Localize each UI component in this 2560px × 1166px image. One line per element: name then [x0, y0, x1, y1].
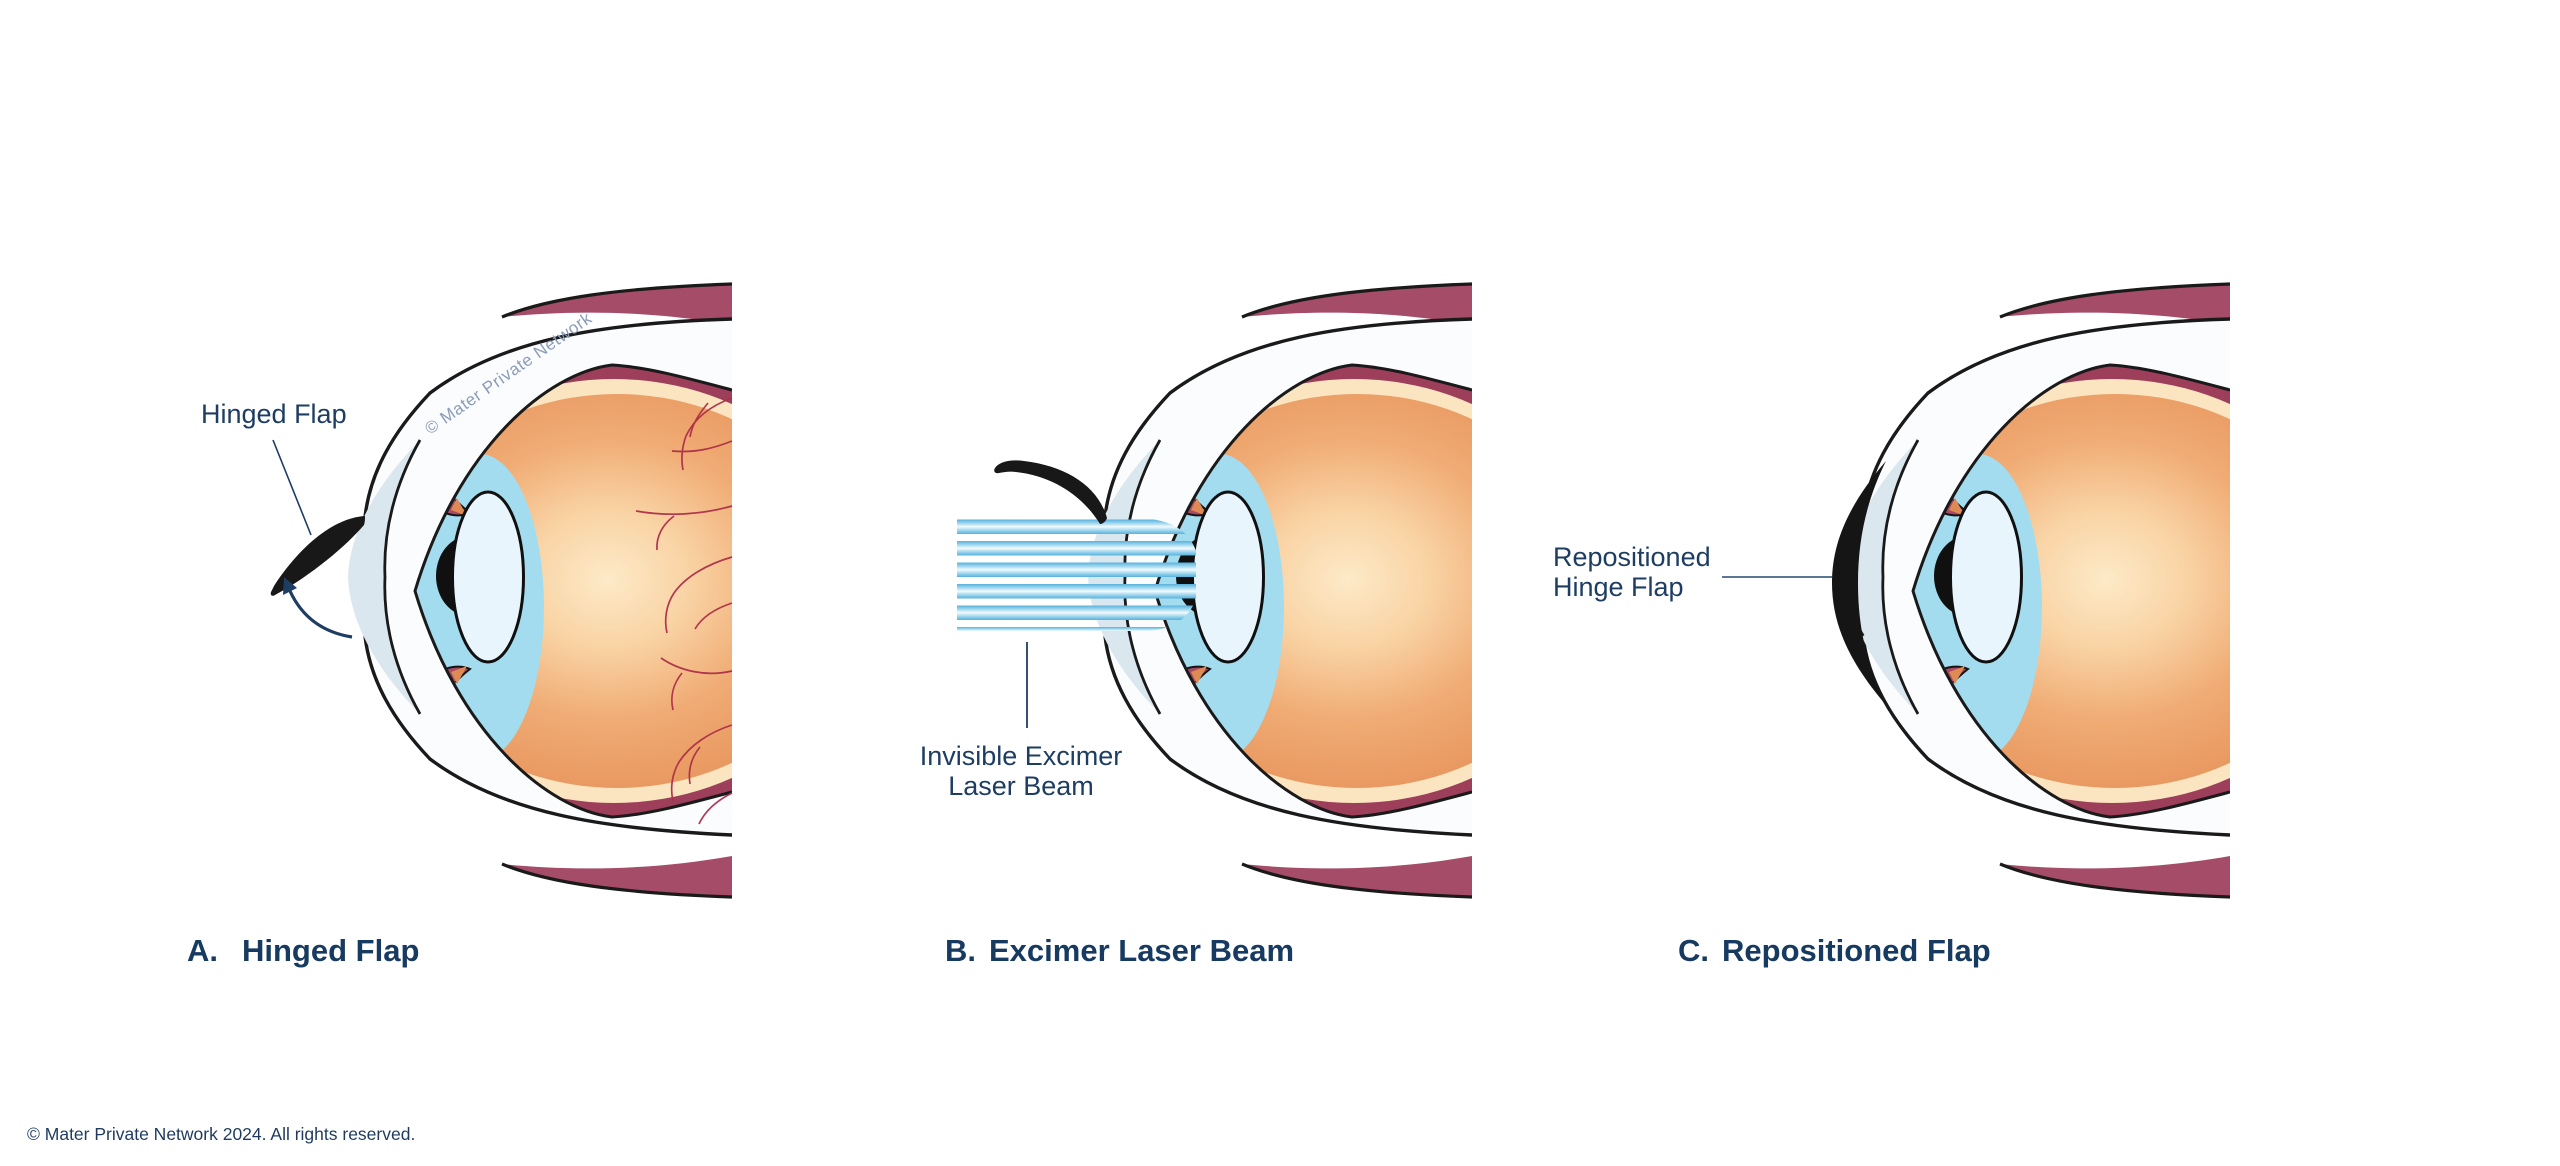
caption-c-letter: C.: [1678, 933, 1709, 968]
label-excimer-laser-beam: Invisible Excimer Laser Beam: [891, 741, 1151, 801]
label-hinged-flap: Hinged Flap: [201, 399, 347, 429]
repositioned-flap-shape: [1832, 461, 1886, 705]
caption-b-letter: B.: [945, 933, 976, 968]
copyright-footer: © Mater Private Network 2024. All rights…: [27, 1124, 416, 1144]
caption-b: B. Excimer Laser Beam: [945, 933, 1294, 969]
caption-c: C. Repositioned Flap: [1678, 933, 1991, 969]
label-connector-a: [272, 439, 312, 536]
eye-cross-section-c: [1845, 284, 2375, 897]
label-repositioned-line2: Hinge Flap: [1553, 572, 1684, 602]
caption-a-letter: A.: [187, 933, 218, 968]
caption-c-title: Repositioned Flap: [1722, 933, 1991, 968]
flap-rotation-arrow: [283, 577, 353, 639]
label-repositioned-hinge-flap: Repositioned Hinge Flap: [1553, 542, 1711, 602]
retina-vessels: [635, 397, 733, 825]
caption-a-title: Hinged Flap: [242, 933, 420, 968]
eye-cross-section-a: [347, 284, 877, 897]
hinged-flap-shape: [270, 516, 365, 596]
label-excimer-line1: Invisible Excimer: [919, 741, 1123, 771]
label-excimer-line2: Laser Beam: [948, 771, 1094, 801]
lifted-flap-shape: [994, 460, 1107, 524]
caption-b-title: Excimer Laser Beam: [989, 933, 1295, 968]
label-repositioned-line1: Repositioned: [1553, 542, 1711, 572]
caption-a: A. Hinged Flap: [187, 933, 419, 969]
label-connector-c: [1722, 576, 1832, 578]
laser-beam: [957, 519, 1196, 631]
